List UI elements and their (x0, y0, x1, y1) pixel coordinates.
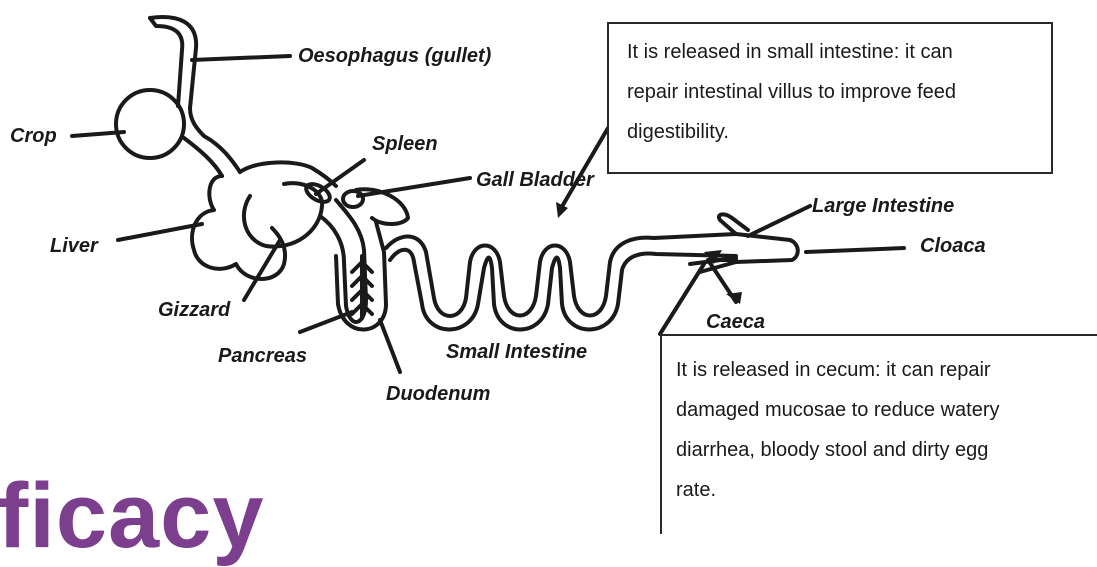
label-spleen: Spleen (372, 134, 438, 154)
oesophagus-shape (150, 17, 204, 136)
gizzard-shape (244, 183, 322, 246)
note-small-intestine-line: It is released in small intestine: it ca… (627, 32, 1051, 72)
note-cecum: It is released in cecum: it can repair d… (660, 334, 1097, 534)
label-duodenum: Duodenum (386, 384, 490, 404)
liver-shape (192, 176, 285, 279)
label-cloaca: Cloaca (920, 236, 986, 256)
label-gizzard: Gizzard (158, 300, 230, 320)
note-small-intestine-line: digestibility. (627, 112, 1051, 152)
duodenum-shape (320, 200, 366, 322)
label-gall-bladder: Gall Bladder (476, 170, 594, 190)
label-small-intestine: Small Intestine (446, 342, 587, 362)
note-cecum-line: It is released in cecum: it can repair (676, 350, 1097, 390)
note-small-intestine-line: repair intestinal villus to improve feed (627, 72, 1051, 112)
label-pancreas: Pancreas (218, 346, 307, 366)
note-small-intestine: It is released in small intestine: it ca… (607, 22, 1053, 174)
digestive-system-diagram: Oesophagus (gullet) Crop Spleen Gall Bla… (0, 0, 1097, 524)
note-cecum-line: rate. (676, 470, 1097, 510)
gall-bladder-shape (343, 191, 363, 207)
label-crop: Crop (10, 126, 57, 146)
label-oesophagus: Oesophagus (gullet) (298, 46, 491, 66)
brand-wordmark: fficacy (0, 470, 265, 562)
large-intestine-shape (736, 234, 798, 262)
note-cecum-line: damaged mucosae to reduce watery (676, 390, 1097, 430)
label-caeca: Caeca (706, 312, 765, 332)
label-liver: Liver (50, 236, 98, 256)
crop-shape (116, 90, 184, 158)
note-cecum-line: diarrhea, bloody stool and dirty egg (676, 430, 1097, 470)
label-large-intestine: Large Intestine (812, 196, 954, 216)
